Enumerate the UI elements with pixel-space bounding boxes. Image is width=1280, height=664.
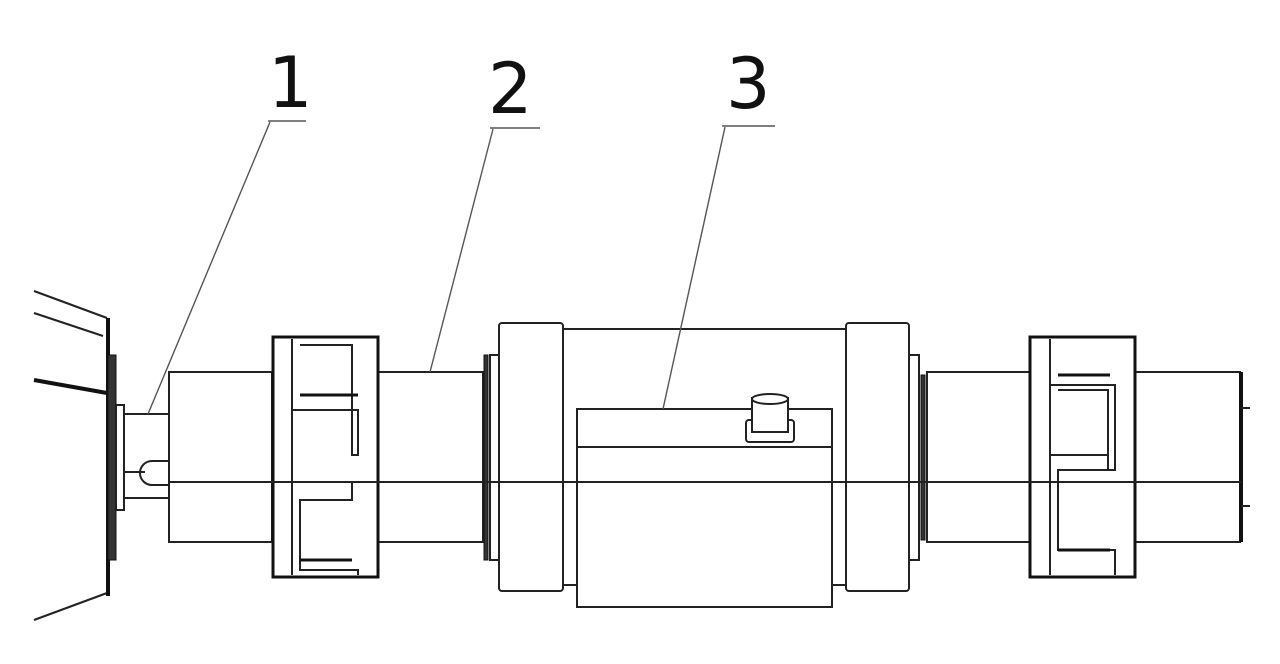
leader-1 [147, 120, 306, 415]
label-item-2: 2 [488, 48, 533, 130]
hub-left-a [168, 371, 273, 543]
label-item-3: 3 [726, 43, 771, 125]
hub-left-b [377, 371, 484, 543]
torque-sensor [483, 322, 926, 608]
hub-right-a [926, 371, 1031, 543]
coupling-right [926, 335, 1250, 579]
motor-housing [33, 290, 125, 621]
leader-3 [662, 125, 775, 410]
leader-2 [429, 127, 540, 373]
label-item-1: 1 [268, 42, 313, 124]
motor-shaft [123, 413, 171, 499]
hub-right-b [1134, 371, 1241, 543]
connector [745, 393, 795, 443]
coupling-left [168, 335, 484, 579]
